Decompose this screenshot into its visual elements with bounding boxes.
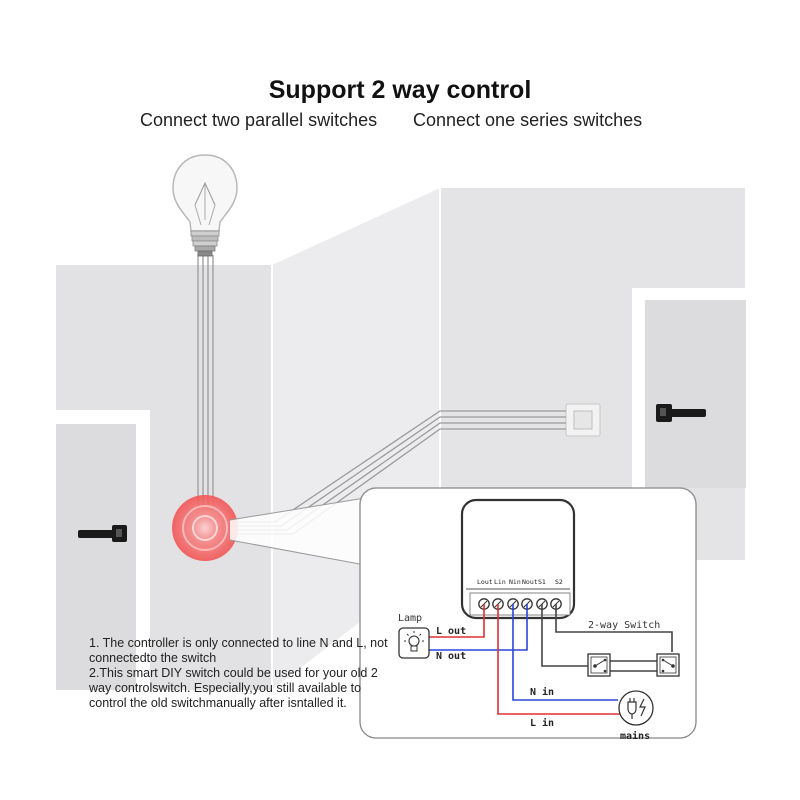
terminal-label: Nout [522,578,538,586]
wall-switch-icon [565,403,601,437]
n-in-wire [512,604,618,701]
mains-label: mains [620,730,650,742]
subtitle-parallel: Connect two parallel switches [140,110,378,130]
n-out-label: N out [436,651,466,662]
l-in-wire [497,604,625,715]
controller-glow [172,495,238,561]
n-in-label: N in [530,686,554,698]
note-2: 2.This smart DIY switch could be used fo… [89,666,378,710]
terminal-label: S1 [538,578,546,586]
l-in-label: L in [530,717,554,729]
controller-module-icon [460,498,576,620]
note-1: 1. The controller is only connected to l… [89,636,388,665]
switch-label: 2-way Switch [588,620,660,631]
l-out-label: L out [436,626,466,637]
door-handle-icon [656,404,706,422]
left-door [56,410,150,690]
notes-text: 1. The controller is only connected to l… [89,636,389,711]
subtitle-series: Connect one series switches [413,110,643,130]
right-door [632,288,746,488]
terminal-label: Lout [477,578,493,586]
vertical-wires [197,255,214,510]
terminal-label: S2 [555,578,563,586]
two-way-switch-right [656,653,680,677]
s2-wire [555,604,673,652]
wiring [429,604,673,715]
power-plug-icon [618,690,654,726]
page-title: Support 2 way control [268,76,532,104]
lamp-icon [398,627,430,659]
light-bulb-icon [172,154,238,257]
two-way-switch-left [587,653,611,677]
n-out-wire [429,604,528,651]
s1-wire [541,604,592,667]
lamp-label: Lamp [398,613,422,624]
door-handle-icon [78,525,127,542]
l-out-wire [429,604,485,638]
terminal-label: Lin [494,578,506,586]
terminal-label: Nin [509,578,521,586]
